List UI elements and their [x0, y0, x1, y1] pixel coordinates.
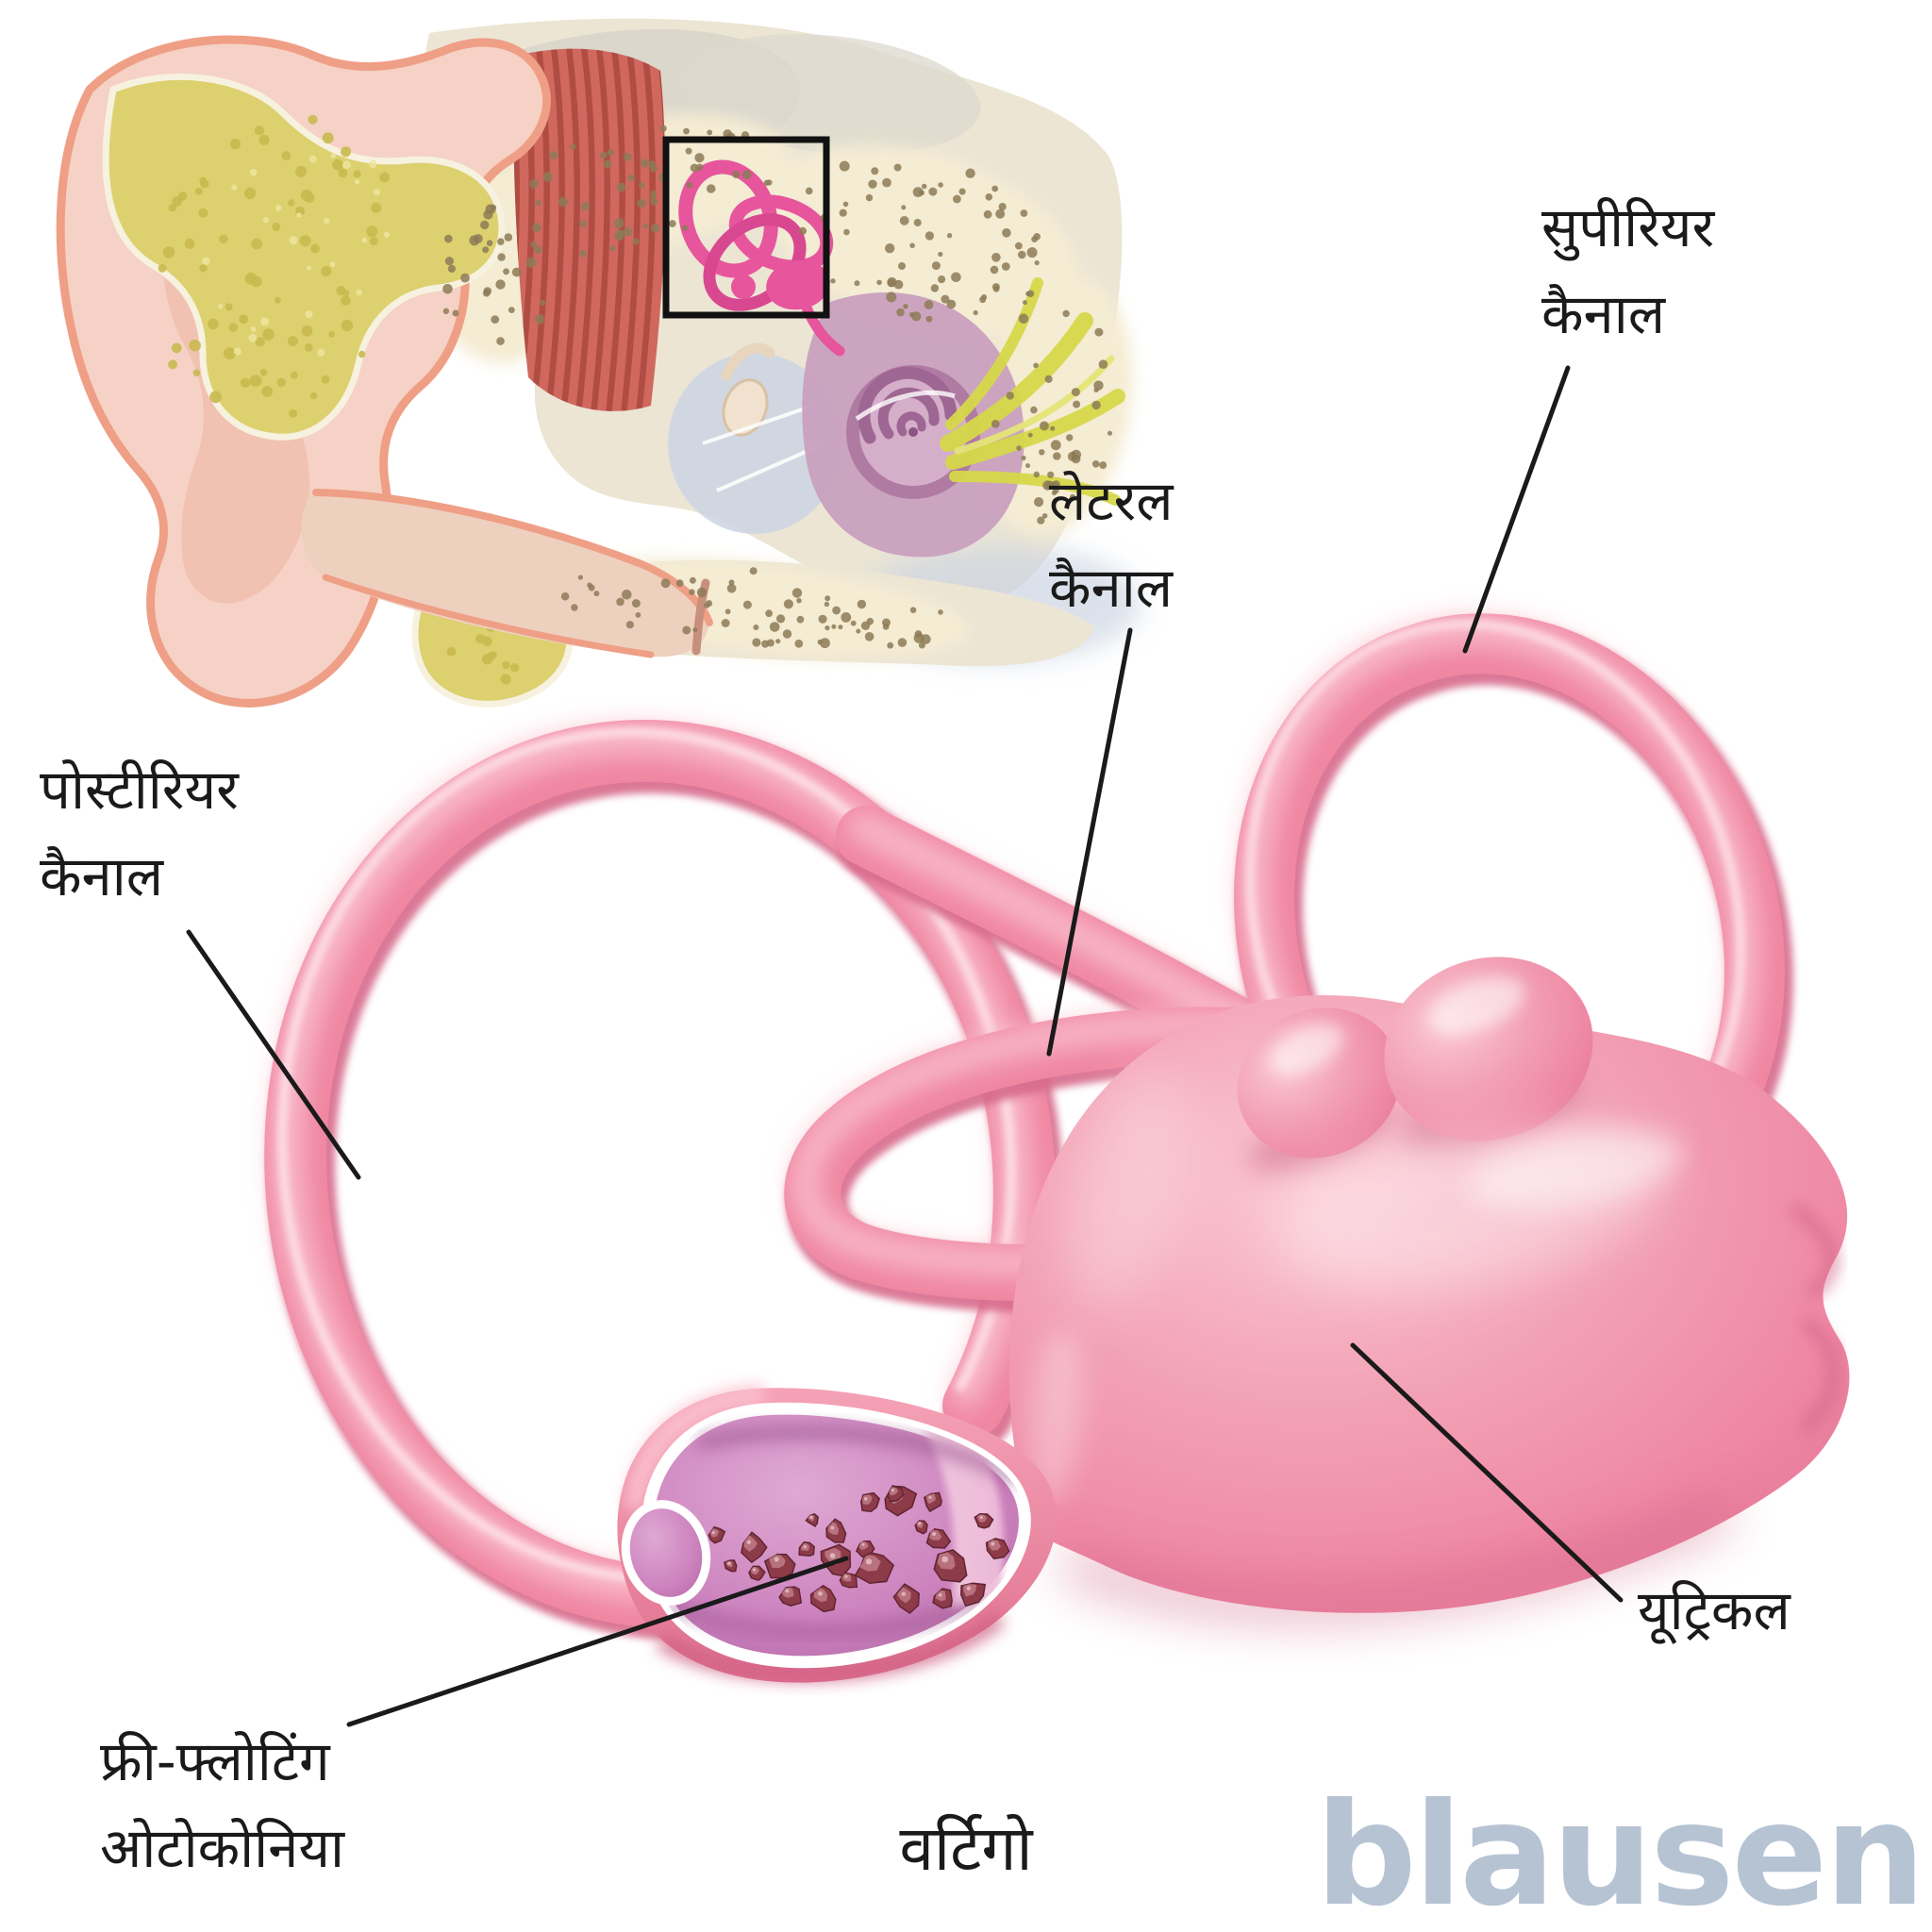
leader-lateral-canal	[1046, 627, 1133, 1057]
leader-utricle	[1350, 1342, 1624, 1603]
ampulla-cutaway	[617, 1384, 1058, 1683]
label-lateral-canal-line2: कैनाल	[1049, 555, 1174, 620]
label-posterior-canal-line2: कैनाल	[40, 843, 164, 908]
leader-superior-canal	[1462, 365, 1571, 654]
label-posterior-canal-line1: पोस्टीरियर	[40, 758, 239, 822]
bone-speckles	[442, 125, 1112, 649]
label-otoconia-line2: ओटोकोनिया	[100, 1815, 345, 1880]
cochlea	[802, 292, 1024, 558]
utricle-body	[1008, 957, 1850, 1618]
figure-title: वर्टिगो	[899, 1812, 1033, 1885]
label-superior-canal-line2: कैनाल	[1541, 281, 1666, 346]
label-otoconia-line1: फ्री-फ्लोटिंग	[100, 1729, 330, 1793]
label-lateral-canal-line1: लेटरल	[1049, 469, 1174, 533]
label-utricle-text: यूट्रिकल	[1638, 1578, 1790, 1642]
leader-lines	[186, 365, 1624, 1727]
label-lateral-canal: लेटरल कैनाल	[1049, 458, 1174, 631]
label-posterior-canal: पोस्टीरियर कैनाल	[40, 747, 239, 920]
label-superior-canal: सुपीरियर कैनाल	[1541, 185, 1714, 358]
highlight-box	[662, 136, 830, 319]
inset-ear-illustration	[56, 18, 1141, 708]
ampulla-left-opening	[621, 1500, 711, 1606]
leader-otoconia	[346, 1556, 849, 1727]
otoconia-crystals	[708, 1485, 1010, 1614]
middle-ear	[668, 342, 841, 534]
label-superior-canal-line1: सुपीरियर	[1541, 195, 1715, 259]
ear-canal	[301, 489, 713, 658]
brand-logo: blausen	[1315, 1774, 1925, 1932]
auditory-nerve	[940, 277, 1125, 506]
leader-posterior-canal	[186, 929, 361, 1180]
label-utricle: यूट्रिकल	[1638, 1568, 1790, 1655]
label-free-floating-otoconia: फ्री-फ्लोटिंग ओटोकोनिया	[100, 1719, 344, 1891]
